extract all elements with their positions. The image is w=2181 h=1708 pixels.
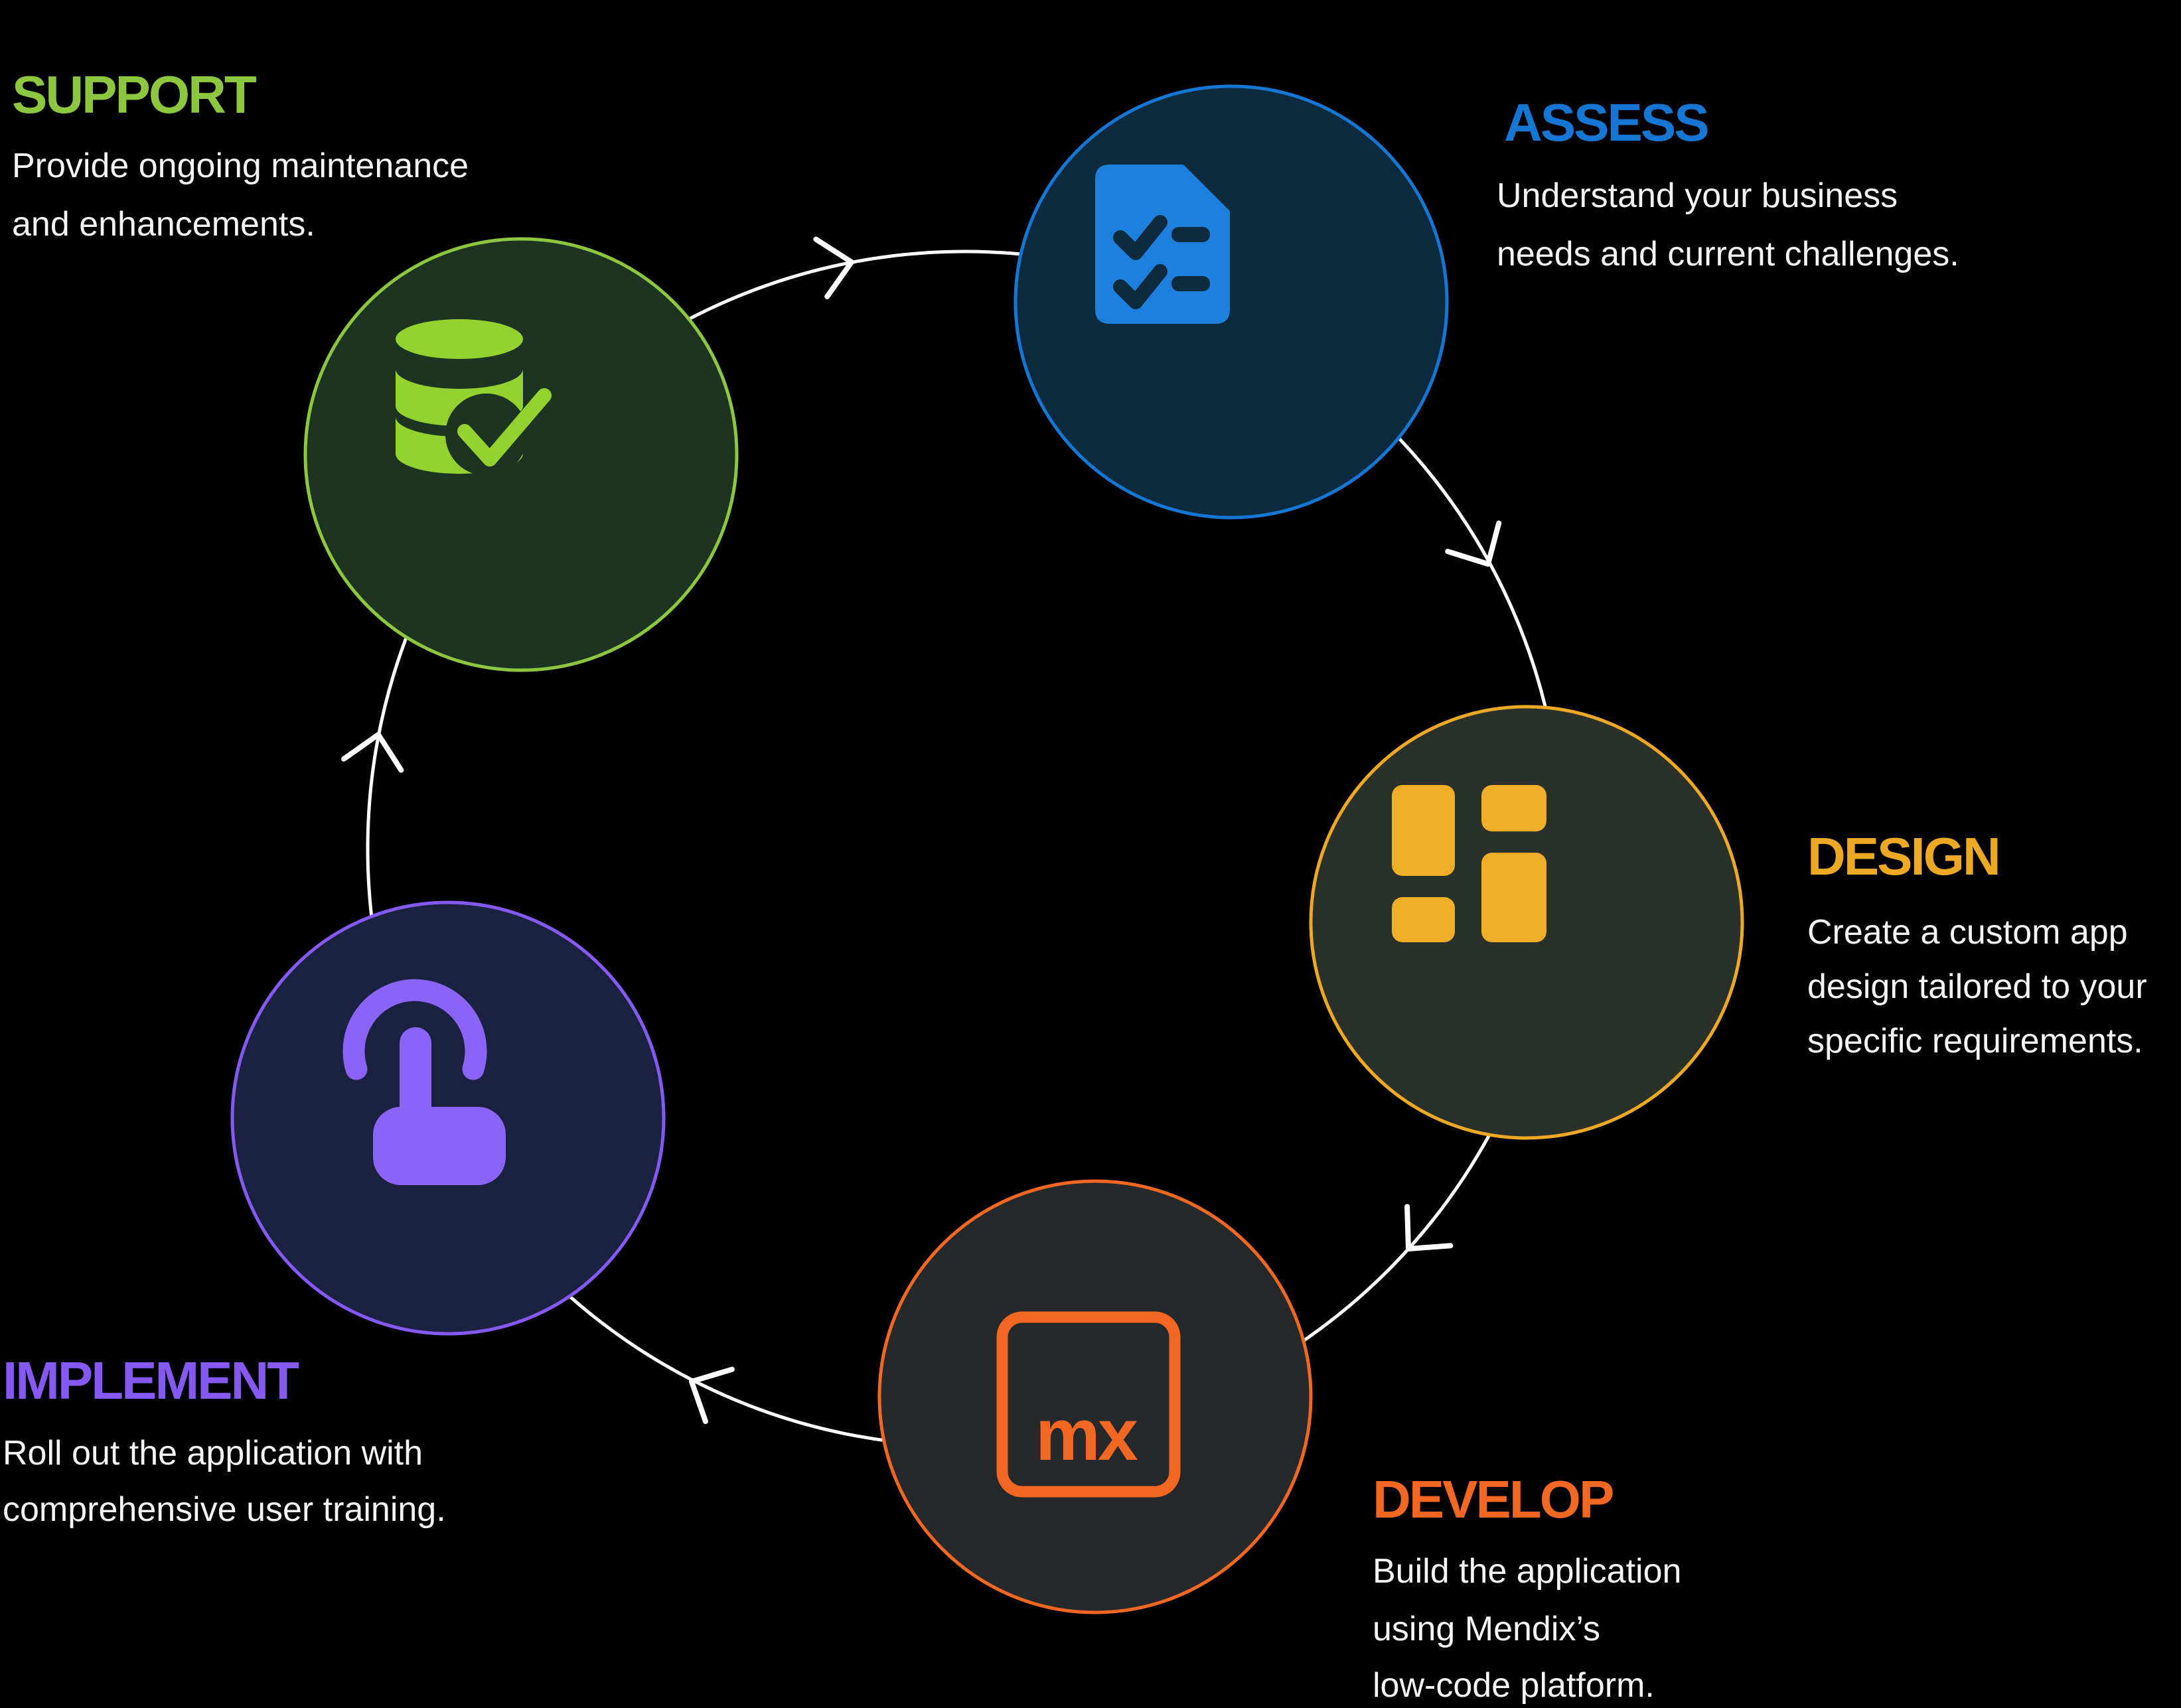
assess-node	[1014, 84, 1449, 520]
support-desc-line1: Provide ongoing maintenance	[12, 147, 469, 185]
design-desc-line1: Create a custom app	[1807, 913, 2128, 952]
design-desc-line3: specific requirements.	[1807, 1022, 2143, 1060]
support-title: SUPPORT	[12, 65, 257, 124]
arrowhead-design-to-develop	[1404, 1204, 1454, 1251]
implement-desc-line2: comprehensive user training.	[3, 1490, 446, 1529]
arrowhead-assess-to-design	[1445, 520, 1502, 567]
mendix-logo-icon: mx	[996, 1311, 1181, 1498]
develop-title: DEVELOP	[1373, 1470, 1613, 1529]
mendix-mx-label: mx	[1035, 1394, 1138, 1476]
document-checklist-icon	[1095, 165, 1230, 324]
support-desc-line2: and enhancements.	[12, 205, 315, 244]
develop-desc-line3: low-code platform.	[1373, 1666, 1655, 1705]
develop-desc-line2: using Mendix’s	[1373, 1610, 1600, 1648]
layout-grid-icon	[1392, 785, 1546, 942]
design-title: DESIGN	[1807, 827, 1999, 886]
touch-tap-icon	[342, 979, 506, 1185]
design-desc-line2: design tailored to your	[1807, 967, 2147, 1006]
arrowhead-develop-to-implement	[689, 1366, 735, 1425]
assess-desc-line1: Understand your business	[1497, 177, 1898, 215]
arrowhead-implement-to-support	[341, 732, 404, 773]
assess-title: ASSESS	[1504, 93, 1708, 152]
check-icon	[457, 388, 552, 466]
assess-desc-line2: needs and current challenges.	[1497, 235, 1959, 273]
check-halo	[445, 393, 528, 476]
develop-desc-line1: Build the application	[1373, 1552, 1681, 1591]
implement-desc-line1: Roll out the application with	[3, 1434, 423, 1472]
develop-node	[877, 1179, 1313, 1614]
arrowhead-support-to-assess	[813, 236, 854, 299]
implement-title: IMPLEMENT	[3, 1351, 299, 1410]
